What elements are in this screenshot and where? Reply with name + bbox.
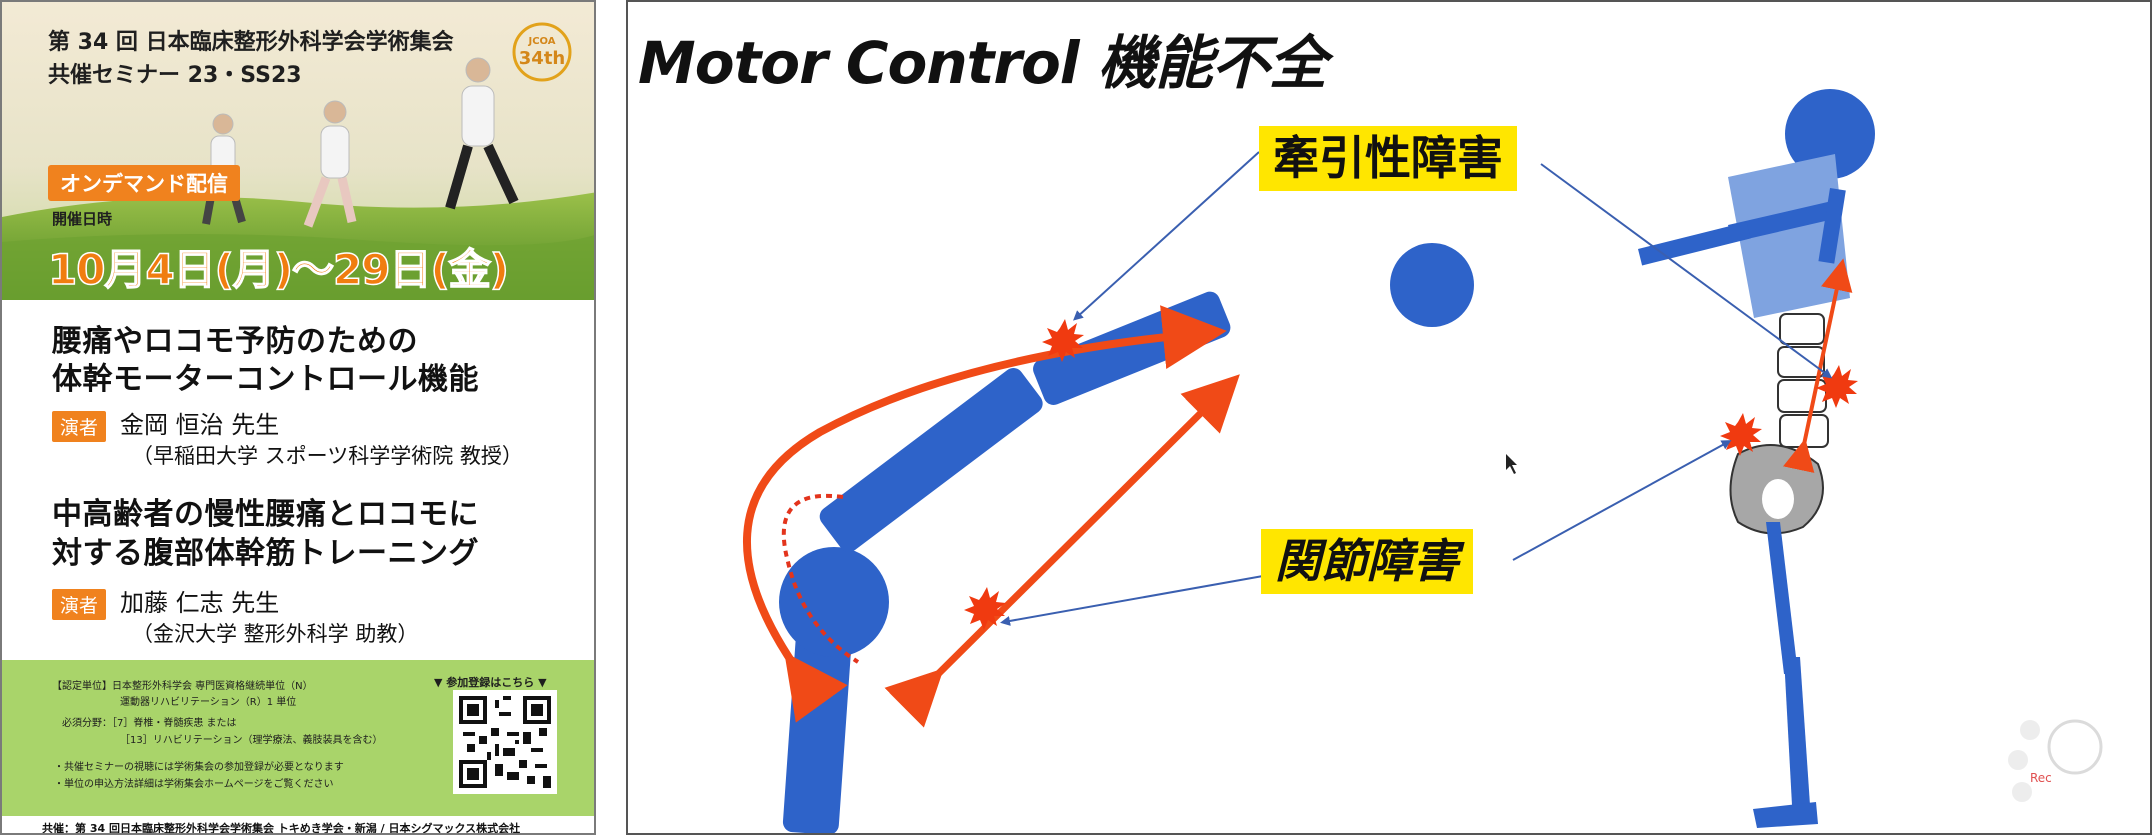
standing-figure [1638,89,1875,828]
registration-title: ▼ 参加登録はこちら ▼ [434,676,547,689]
shoulder-bar [1818,188,1846,264]
info-line: 運動器リハビリテーション（R）1 単位 [120,697,297,708]
pelvis-foramen [1762,479,1794,519]
joint-pointer-right [1512,440,1732,561]
traction-pointer-right [1540,163,1833,379]
figure-head [1390,243,1474,327]
talk2-title-line2: 対する腹部体幹筋トレーニング [52,536,479,571]
ondemand-badge: オンデマンド配信 [48,165,240,201]
qr-code-icon [459,696,551,788]
presentation-slide: Motor Control 機能不全 牽引性障害 関節障害 Rec [626,0,2152,835]
info-line: 必須分野：［7］脊椎・脊髄疾患 または [62,718,237,729]
standing-head [1785,89,1875,179]
talk2-speaker-row: 演者加藤 仁志 先生 [52,583,279,620]
talk1-speaker-name: 金岡 恒治 先生 [120,411,280,439]
slide-title: Motor Control 機能不全 [638,29,1327,97]
talk1-title-line1: 腰痛やロコモ予防のための [52,324,418,359]
poster-header-line1: 第 34 回 日本臨床整形外科学会学術集会 [48,30,454,55]
poster-hero-photo: JCOA 34th 第 34 回 日本臨床整形外科学会学術集会 共催セミナー 2… [2,2,594,300]
svg-text:34th: 34th [519,48,565,69]
rec-button[interactable]: Rec [2030,771,2052,785]
info-line: 【認定単位】日本整形外科学会 専門医資格継続単位（N） [52,681,313,692]
upper-leg [1766,522,1798,674]
info-line: ・共催セミナーの視聴には学術集会の参加登録が必要となります [54,762,344,773]
traction-arrow-inner [884,374,1240,728]
knee-joint [779,547,889,657]
talk2-affiliation: （金沢大学 整形外科学 助教） [132,622,419,646]
traction-disorder-label: 牽引性障害 [1259,126,1517,191]
motor-control-diagram [742,89,2103,833]
talk1-title-line2: 体幹モーターコントロール機能 [52,362,479,397]
talk2-speaker-name: 加藤 仁志 先生 [120,589,280,617]
lower-leg [1784,657,1810,805]
info-line: ・単位の申込方法詳細は学術集会ホームページをご覧ください [54,779,334,790]
date-range: 10月4日(月)～29日(金) [47,244,509,295]
traction-arrow-outer [742,305,1227,723]
pain-burst [1816,365,1858,408]
talk1-speaker-row: 演者金岡 恒治 先生 [52,405,279,442]
spine [1777,313,1829,448]
arm-left [1728,200,1840,243]
poster-header-line2: 共催セミナー 23・SS23 [48,63,302,88]
info-line: ［13］リハビリテーション（理学療法、義肢装具を含む） [120,735,383,746]
walking-people-photo: JCOA 34th [2,2,594,300]
arm-right [1638,221,1751,266]
bent-leg-figure [742,243,1474,833]
date-label: 開催日時 [52,210,113,228]
poster-footer: 共催：第 34 回日本臨床整形外科学会学術集会 トキめき学会・新潟 / 日本シグ… [2,816,594,835]
traction-pointer-left [1073,151,1260,321]
qr-code[interactable] [453,690,557,794]
pain-burst [964,587,1006,630]
talk1-affiliation: （早稲田大学 スポーツ科学学術院 教授） [132,444,523,468]
joint-pointer-left [1000,575,1264,626]
spine-traction-arrow [1783,258,1853,473]
speaker-badge: 演者 [52,410,107,442]
talk2-title-line1: 中高齢者の慢性腰痛とロコモに [52,497,479,532]
foot [1753,802,1818,828]
thigh-bone [819,368,1043,552]
seminar-poster: JCOA 34th 第 34 回 日本臨床整形外科学会学術集会 共催セミナー 2… [0,0,596,835]
recorder-widget[interactable] [2008,719,2103,802]
poster-footer-text: 共催：第 34 回日本臨床整形外科学会学術集会 トキめき学会・新潟 / 日本シグ… [42,822,521,835]
mouse-cursor-icon [1506,454,1517,474]
pain-burst [1042,319,1084,362]
svg-text:JCOA: JCOA [527,36,555,47]
jcoa-logo: JCOA 34th [512,22,572,82]
speaker-badge: 演者 [52,588,107,620]
joint-disorder-label: 関節障害 [1261,529,1473,594]
